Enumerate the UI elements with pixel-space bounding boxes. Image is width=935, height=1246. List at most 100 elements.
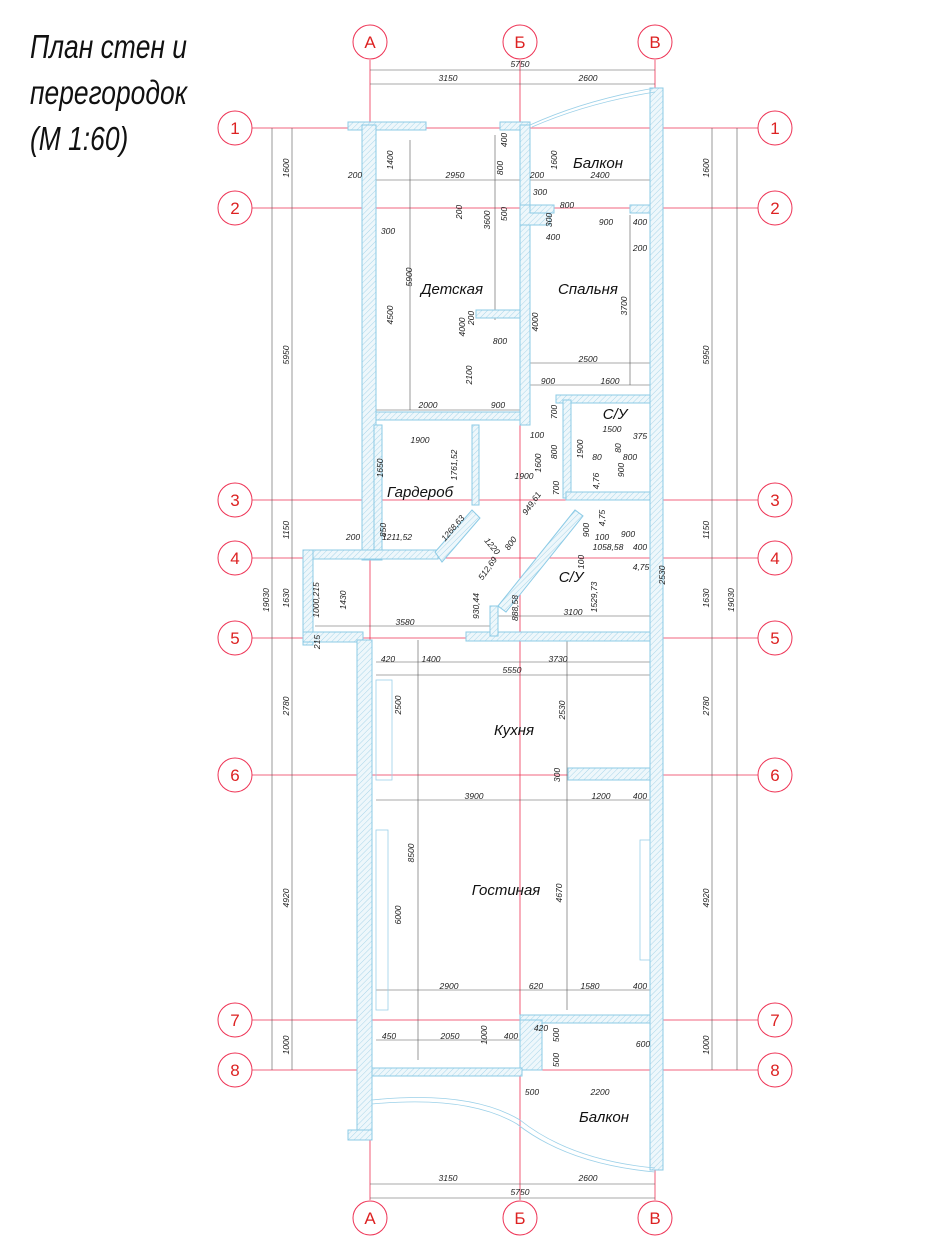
- dimension-label: 2050: [440, 1031, 460, 1041]
- room-living: Гостиная: [472, 882, 541, 899]
- dimension-label: 3600: [482, 210, 492, 229]
- drawing-title: План стен и перегородок (М 1:60): [30, 24, 226, 162]
- dimension-label: 2200: [590, 1087, 610, 1097]
- dimension-label: 80: [592, 452, 602, 462]
- dimension-label: 1400: [385, 150, 395, 169]
- dimension-label: 512,69: [476, 555, 499, 582]
- dimension-lines: [271, 69, 738, 1199]
- dimension-label: 800: [560, 200, 574, 210]
- dimension-label: 700: [551, 481, 561, 495]
- dimension-label: 3150: [439, 73, 458, 83]
- dimension-label: 2100: [464, 365, 474, 385]
- dimension-label: 1900: [411, 435, 430, 445]
- axis-label-row: 3: [770, 491, 779, 510]
- dimension-label: 1630: [701, 588, 711, 607]
- dimension-label: 200: [454, 205, 464, 220]
- dimension-label: 8500: [406, 843, 416, 862]
- walls: [302, 87, 664, 1173]
- dimension-label: 1430: [338, 590, 348, 609]
- axis-bubble: [217, 190, 253, 226]
- title-line-3: (М 1:60): [30, 120, 129, 157]
- dimension-label: 6000: [393, 905, 403, 924]
- axis-bubble: [502, 1200, 538, 1236]
- dimension-label: 1600: [281, 158, 291, 177]
- dimension-label: 4000: [530, 312, 540, 331]
- dimension-label: 400: [633, 542, 647, 552]
- room-detskaya: Детская: [419, 281, 483, 298]
- room-spalnya: Спальня: [558, 281, 618, 298]
- dimension-label: 4,76: [591, 472, 601, 489]
- dimension-label: 1761,52: [449, 449, 459, 480]
- axis-bubble: [637, 1200, 673, 1236]
- dimension-label: 100: [530, 430, 544, 440]
- dimension-label: 930,44: [471, 593, 481, 619]
- dimension-label: 800: [623, 452, 637, 462]
- axis-label-row: 7: [230, 1011, 239, 1030]
- dimension-label: 620: [529, 981, 543, 991]
- dimension-label: 700: [549, 405, 559, 419]
- dimension-label: 800: [495, 161, 505, 175]
- dimension-label: 600: [636, 1039, 650, 1049]
- axis-bubble: [757, 540, 793, 576]
- dimension-label: 4,75: [597, 509, 607, 526]
- dimension-label: 1600: [701, 158, 711, 177]
- dimension-label: 1600: [601, 376, 620, 386]
- dimension-label: 420: [534, 1023, 548, 1033]
- axis-bubble: [217, 620, 253, 656]
- dimension-label: 800: [502, 534, 518, 552]
- room-kitchen: Кухня: [494, 722, 534, 739]
- dimension-label: 500: [499, 207, 509, 221]
- dimension-label: 400: [633, 981, 647, 991]
- dimension-label: 3900: [465, 791, 484, 801]
- axis-bubble: [217, 110, 253, 146]
- overall-width: 5750: [511, 59, 530, 69]
- dimension-label: 450: [382, 1031, 396, 1041]
- dimension-label: 900: [491, 400, 505, 410]
- axis-label-column: В: [649, 1209, 660, 1228]
- axis-bubble: [217, 540, 253, 576]
- dimension-label: 1220: [482, 536, 502, 557]
- axis-bubble: [757, 1002, 793, 1038]
- dimension-label: 1000,215: [311, 582, 321, 618]
- axis-label-row: 8: [770, 1061, 779, 1080]
- axis-label-row: 6: [230, 766, 239, 785]
- axis-label-row: 2: [770, 199, 779, 218]
- axis-bubble: [757, 1052, 793, 1088]
- dimension-label: 5950: [281, 345, 291, 364]
- dimension-label: 949,61: [520, 490, 543, 517]
- dimension-label: 850: [378, 523, 388, 537]
- dimension-label: 100: [576, 555, 586, 569]
- axis-label-row: 5: [230, 629, 239, 648]
- axis-bubble: [217, 757, 253, 793]
- dimension-label: 2530: [557, 700, 567, 720]
- axis-bubble: [757, 482, 793, 518]
- overall-length: 19030: [261, 588, 271, 612]
- title-line-1: План стен и: [30, 28, 187, 65]
- dimension-label: 1900: [515, 471, 534, 481]
- axis-bubble: [217, 482, 253, 518]
- dimension-label: 2950: [445, 170, 465, 180]
- dimension-label: 2000: [418, 400, 438, 410]
- dimension-label: 2600: [578, 1173, 598, 1183]
- dimension-label: 200: [632, 243, 647, 253]
- axis-label-row: 3: [230, 491, 239, 510]
- dimension-label: 2400: [590, 170, 610, 180]
- dimension-label: 900: [599, 217, 613, 227]
- axis-label-row: 2: [230, 199, 239, 218]
- axis-label-row: 4: [230, 549, 239, 568]
- dimension-label: 1000: [281, 1035, 291, 1054]
- dimension-label: 900: [541, 376, 555, 386]
- axis-label-row: 1: [230, 119, 239, 138]
- dimension-label: 80: [613, 443, 623, 453]
- axis-label-row: 8: [230, 1061, 239, 1080]
- dimension-label: 1200: [592, 791, 611, 801]
- dimension-label: 1150: [281, 521, 291, 540]
- dimension-label: 5550: [503, 665, 522, 675]
- axis-bubble: [352, 24, 388, 60]
- overall-width: 5750: [511, 1187, 530, 1197]
- dimension-label: 300: [552, 768, 562, 782]
- dimension-label: 2780: [281, 696, 291, 716]
- axis-bubble: [637, 24, 673, 60]
- dimension-label: 800: [549, 445, 559, 459]
